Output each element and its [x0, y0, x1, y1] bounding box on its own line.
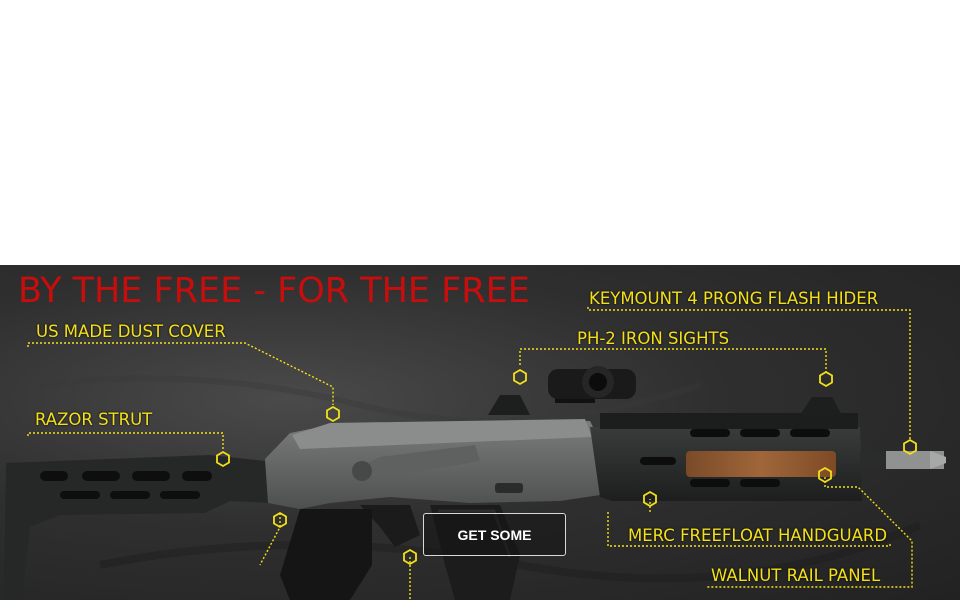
callout-lines [27, 307, 913, 600]
callout-flash-hider[interactable]: KEYMOUNT 4 PRONG FLASH HIDER [589, 289, 879, 308]
rifle-product-image [4, 307, 946, 600]
callout-razor-strut[interactable]: RAZOR STRUT [35, 410, 153, 429]
get-some-button[interactable]: GET SOME [423, 513, 566, 556]
hero-banner: BY THE FREE - FOR THE FREE KEYMOUNT 4 PR… [0, 265, 960, 600]
callout-iron-sights[interactable]: PH-2 IRON SIGHTS [577, 329, 730, 348]
callout-rail-panel[interactable]: WALNUT RAIL PANEL [711, 566, 881, 585]
callout-dust-cover[interactable]: US MADE DUST COVER [36, 322, 226, 341]
callout-handguard[interactable]: MERC FREEFLOAT HANDGUARD [628, 526, 888, 545]
hotspot-icons [216, 368, 917, 566]
slogan-heading: BY THE FREE - FOR THE FREE [18, 271, 530, 311]
stock-shape [4, 455, 270, 600]
